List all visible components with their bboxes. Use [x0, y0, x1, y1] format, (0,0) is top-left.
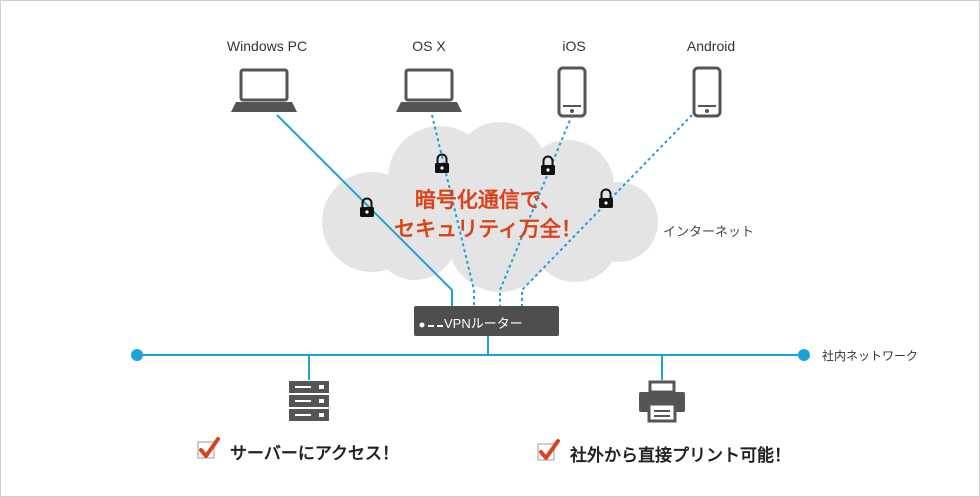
- device-label-windows-pc: Windows PC: [226, 38, 308, 54]
- printer-icon: [639, 380, 685, 423]
- internal-network-label: 社内ネットワーク: [822, 349, 919, 363]
- padlock-icon: [435, 153, 449, 173]
- smartphone-icon: [557, 66, 587, 118]
- padlock-icon: [541, 155, 555, 175]
- connection-windows-pc: [276, 114, 453, 306]
- headline-line-1: 暗号化通信で、: [414, 189, 562, 212]
- smartphone-icon: [692, 66, 722, 118]
- checkbox-icon: [197, 437, 220, 459]
- server-access-caption: サーバーにアクセス！: [230, 444, 399, 463]
- laptop-icon: [396, 68, 462, 112]
- internet-label: インターネット: [663, 224, 755, 239]
- device-label-ios: iOS: [562, 38, 586, 54]
- router-indicator-icon: [419, 322, 443, 328]
- vpn-router-label: VPNルーター: [444, 316, 523, 331]
- checkbox-icon: [537, 439, 560, 461]
- vpn-connections: [276, 114, 693, 306]
- internet-cloud: [322, 122, 658, 292]
- padlock-icon: [360, 197, 374, 217]
- device-label-os-x: OS X: [412, 38, 446, 54]
- connection-android: [521, 114, 693, 306]
- vpn-router: [414, 306, 559, 336]
- laptop-icon: [231, 68, 297, 112]
- remote-print-caption: 社外から直接プリント可能！: [570, 446, 791, 465]
- server-icon: [289, 381, 329, 421]
- encryption-headline: 暗号化通信で、 セキュリティ万全！: [394, 186, 582, 244]
- padlock-icon: [599, 188, 613, 208]
- connection-ios: [499, 114, 573, 306]
- internal-network-line: [131, 336, 810, 380]
- device-label-android: Android: [686, 38, 736, 54]
- headline-line-2: セキュリティ万全！: [394, 218, 582, 241]
